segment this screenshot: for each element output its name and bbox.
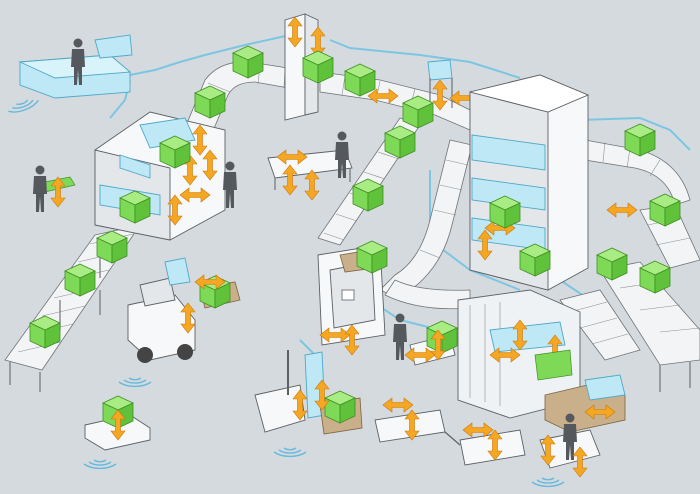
agv-pair — [374, 397, 526, 466]
assembly-table — [267, 131, 353, 201]
conveyor-lower-right — [559, 289, 641, 361]
pallet-stack — [544, 374, 626, 433]
worker-cart — [393, 313, 458, 366]
vertical-lift — [284, 13, 334, 121]
control-desk — [6, 34, 133, 117]
machining-cell — [94, 111, 226, 241]
transport-frame — [317, 240, 388, 356]
gantry — [427, 59, 481, 111]
forklift — [118, 257, 241, 388]
worker-left — [33, 165, 76, 212]
reach-truck — [254, 350, 363, 458]
storage-tower — [469, 74, 590, 291]
worker-bottom-right — [531, 413, 601, 488]
robot-cell — [457, 289, 581, 419]
agv-small — [83, 395, 151, 470]
conveyor-center-curve — [379, 139, 473, 310]
